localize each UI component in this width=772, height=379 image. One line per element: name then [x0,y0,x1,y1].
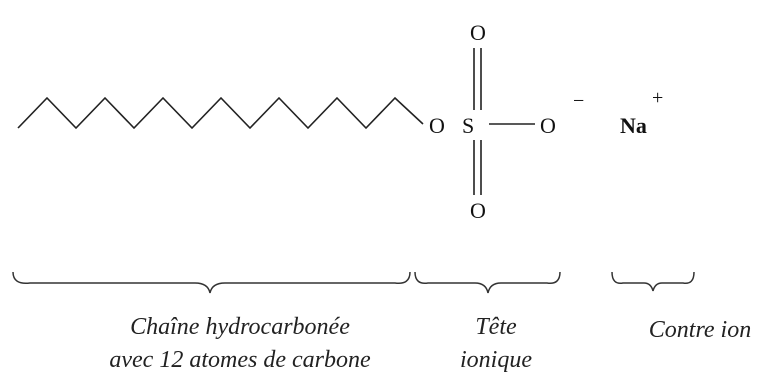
caption-head-line1: Tête [475,314,517,340]
caption-head-line2: ionique [460,347,532,373]
brace-counter-ion [611,271,695,292]
atom-oxygen-bottom: O [470,198,486,223]
atom-oxygen-ester: O [429,113,445,138]
atom-sodium: Na [620,113,647,138]
caption-counter-ion: Contre ion [649,317,751,343]
counter-ion-charge: + [652,87,663,109]
brace-head [414,271,561,294]
atom-oxygen-top: O [470,20,486,45]
caption-chain-line2: avec 12 atomes de carbone [109,347,371,373]
hydrocarbon-chain [17,96,424,130]
atom-sulfur: S [462,113,474,138]
brace-chain [12,271,411,294]
caption-chain-line1: Chaîne hydrocarbonée [130,314,350,340]
atom-oxygen-anion: O [540,113,556,138]
anion-charge: − [573,90,584,112]
